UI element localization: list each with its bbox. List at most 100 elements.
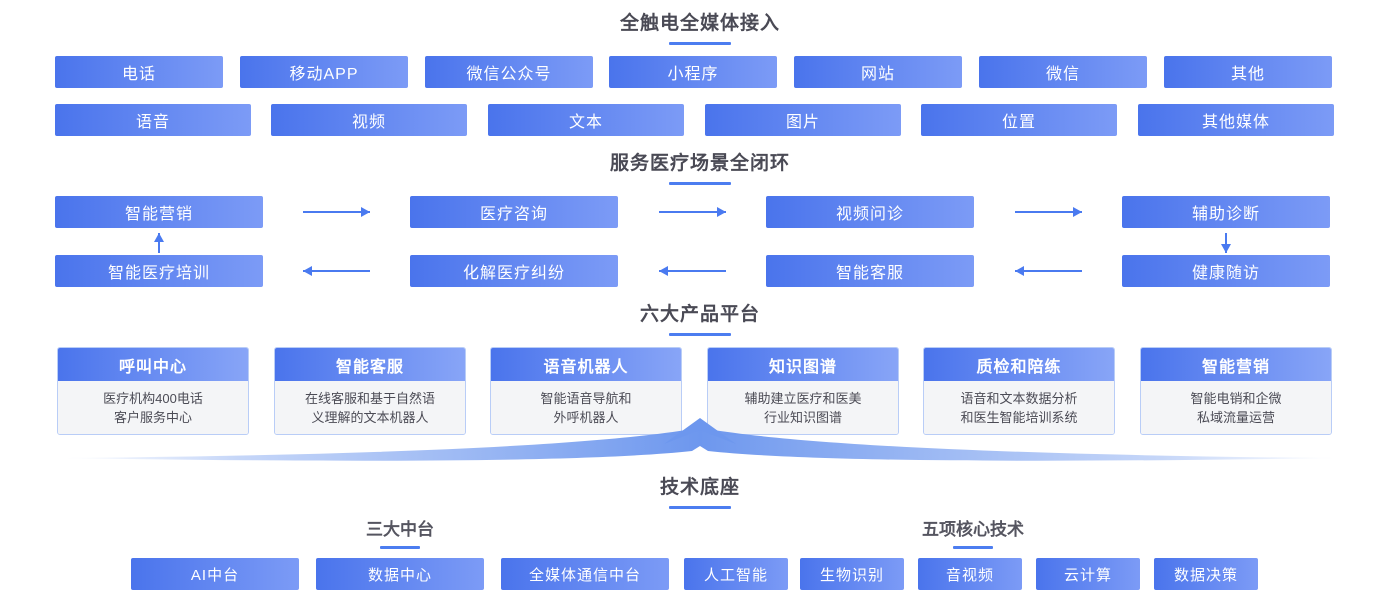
title-underline	[669, 506, 731, 509]
upward-funnel-icon	[60, 418, 1340, 461]
product-card-smart-customer-service[interactable]: 智能客服 在线客服和基于自然语 义理解的文本机器人	[274, 347, 466, 435]
scenario-chip-label: 健康随访	[1191, 265, 1260, 282]
product-card-title: 呼叫中心	[58, 348, 248, 381]
foundation-chip-audio-video[interactable]: 音视频	[918, 558, 1022, 590]
foundation-chip-biometric-recognition[interactable]: 生物识别	[800, 558, 904, 590]
media-chip-label: 语音	[135, 114, 170, 131]
foundation-chip-label: AI中台	[190, 566, 240, 584]
product-card-desc-line1: 智能电销和企微	[1190, 390, 1282, 406]
channel-chip-label: 微信	[1045, 66, 1080, 83]
flow-arrow-left-icon	[659, 266, 726, 276]
channel-chip-wechat-official-account[interactable]: 微信公众号	[425, 56, 593, 88]
scenario-chip-assisted-diagnosis[interactable]: 辅助诊断	[1122, 196, 1330, 228]
section-title-scenario: 服务医疗场景全闭环	[580, 148, 820, 185]
product-card-knowledge-graph[interactable]: 知识图谱 辅助建立医疗和医美 行业知识图谱	[707, 347, 899, 435]
scenario-chip-label: 辅助诊断	[1191, 206, 1260, 223]
channel-chip-label: 微信公众号	[466, 66, 552, 83]
section-title-foundation: 技术底座	[637, 472, 763, 509]
scenario-chip-video-diagnosis[interactable]: 视频问诊	[766, 196, 974, 228]
scenario-chip-label: 化解医疗纠纷	[462, 265, 565, 282]
media-chip-label: 图片	[785, 114, 820, 131]
scenario-chip-label: 智能医疗培训	[107, 265, 210, 282]
media-chip-location[interactable]: 位置	[921, 104, 1117, 136]
product-card-desc: 智能语音导航和 外呼机器人	[491, 381, 681, 434]
product-card-desc: 在线客服和基于自然语 义理解的文本机器人	[275, 381, 465, 434]
product-card-desc-line2: 私域流量运营	[1196, 409, 1275, 425]
product-card-desc: 辅助建立医疗和医美 行业知识图谱	[708, 381, 898, 434]
title-underline	[380, 546, 420, 549]
foundation-group-label-technologies: 五项核心技术	[900, 515, 1046, 549]
channel-chip-mini-program[interactable]: 小程序	[609, 56, 777, 88]
product-card-desc: 医疗机构400电话 客户服务中心	[58, 381, 248, 434]
flow-arrow-left-icon	[1015, 266, 1082, 276]
scenario-chip-smart-medical-training[interactable]: 智能医疗培训	[55, 255, 263, 287]
product-card-call-center[interactable]: 呼叫中心 医疗机构400电话 客户服务中心	[57, 347, 249, 435]
product-card-desc-line1: 辅助建立医疗和医美	[744, 390, 862, 406]
flow-arrow-right-icon	[1015, 207, 1082, 217]
foundation-chip-ai-platform[interactable]: AI中台	[131, 558, 299, 590]
media-chip-label: 视频	[351, 114, 386, 131]
flow-arrow-down-icon	[1221, 233, 1231, 253]
title-underline	[669, 42, 731, 45]
scenario-chip-dispute-resolution[interactable]: 化解医疗纠纷	[410, 255, 618, 287]
foundation-chip-label: 数据决策	[1173, 566, 1238, 584]
foundation-chip-label: 全媒体通信中台	[528, 566, 641, 584]
media-chip-voice[interactable]: 语音	[55, 104, 251, 136]
scenario-chip-label: 视频问诊	[835, 206, 904, 223]
media-chip-label: 文本	[568, 114, 603, 131]
product-card-smart-marketing[interactable]: 智能营销 智能电销和企微 私域流量运营	[1140, 347, 1332, 435]
scenario-chip-health-followup[interactable]: 健康随访	[1122, 255, 1330, 287]
section-title-foundation-text: 技术底座	[659, 477, 740, 498]
foundation-chip-artificial-intelligence[interactable]: 人工智能	[684, 558, 788, 590]
scenario-chip-smart-customer-service[interactable]: 智能客服	[766, 255, 974, 287]
foundation-chip-label: 云计算	[1063, 566, 1112, 584]
media-chip-other-media[interactable]: 其他媒体	[1138, 104, 1334, 136]
channel-chip-website[interactable]: 网站	[794, 56, 962, 88]
title-underline	[953, 546, 993, 549]
channel-chip-label: 移动APP	[289, 66, 359, 83]
section-title-products: 六大产品平台	[615, 299, 785, 336]
channel-chip-phone[interactable]: 电话	[55, 56, 223, 88]
scenario-chip-label: 智能营销	[124, 206, 193, 223]
foundation-chip-label: 生物识别	[819, 566, 884, 584]
product-card-quality-inspection[interactable]: 质检和陪练 语音和文本数据分析 和医生智能培训系统	[923, 347, 1115, 435]
foundation-chip-omnimedia-communication-platform[interactable]: 全媒体通信中台	[501, 558, 669, 590]
foundation-chip-label: 数据中心	[367, 566, 432, 584]
foundation-chip-data-decision[interactable]: 数据决策	[1154, 558, 1258, 590]
foundation-chip-cloud-computing[interactable]: 云计算	[1036, 558, 1140, 590]
product-card-title: 知识图谱	[708, 348, 898, 381]
foundation-chip-data-center[interactable]: 数据中心	[316, 558, 484, 590]
media-chip-text[interactable]: 文本	[488, 104, 684, 136]
media-chip-video[interactable]: 视频	[271, 104, 467, 136]
product-card-desc-line1: 医疗机构400电话	[103, 390, 203, 406]
channel-chip-wechat[interactable]: 微信	[979, 56, 1147, 88]
product-card-desc-line1: 语音和文本数据分析	[960, 390, 1078, 406]
flow-arrow-left-icon	[303, 266, 370, 276]
scenario-chip-label: 智能客服	[835, 265, 904, 282]
title-underline	[669, 333, 731, 336]
scenario-chip-medical-consultation[interactable]: 医疗咨询	[410, 196, 618, 228]
product-card-desc-line2: 客户服务中心	[113, 409, 192, 425]
media-chip-image[interactable]: 图片	[705, 104, 901, 136]
channel-chip-mobile-app[interactable]: 移动APP	[240, 56, 408, 88]
product-card-desc-line2: 义理解的文本机器人	[311, 409, 429, 425]
flow-arrow-right-icon	[659, 207, 726, 217]
product-card-desc-line1: 智能语音导航和	[540, 390, 632, 406]
product-card-title: 语音机器人	[491, 348, 681, 381]
media-chip-label: 位置	[1001, 114, 1036, 131]
product-card-desc-line1: 在线客服和基于自然语	[304, 390, 435, 406]
section-title-access-text: 全触电全媒体接入	[619, 13, 780, 34]
product-card-voice-robot[interactable]: 语音机器人 智能语音导航和 外呼机器人	[490, 347, 682, 435]
foundation-group-label-text: 五项核心技术	[922, 520, 1024, 539]
section-title-access: 全触电全媒体接入	[592, 8, 808, 45]
channel-chip-other[interactable]: 其他	[1164, 56, 1332, 88]
foundation-group-label-text: 三大中台	[366, 520, 434, 539]
product-card-desc-line2: 行业知识图谱	[763, 409, 842, 425]
channel-chip-label: 电话	[121, 66, 156, 83]
scenario-chip-smart-marketing[interactable]: 智能营销	[55, 196, 263, 228]
scenario-chip-label: 医疗咨询	[479, 206, 548, 223]
product-card-desc-line2: 和医生智能培训系统	[960, 409, 1078, 425]
flow-arrow-right-icon	[303, 207, 370, 217]
product-card-title: 质检和陪练	[924, 348, 1114, 381]
